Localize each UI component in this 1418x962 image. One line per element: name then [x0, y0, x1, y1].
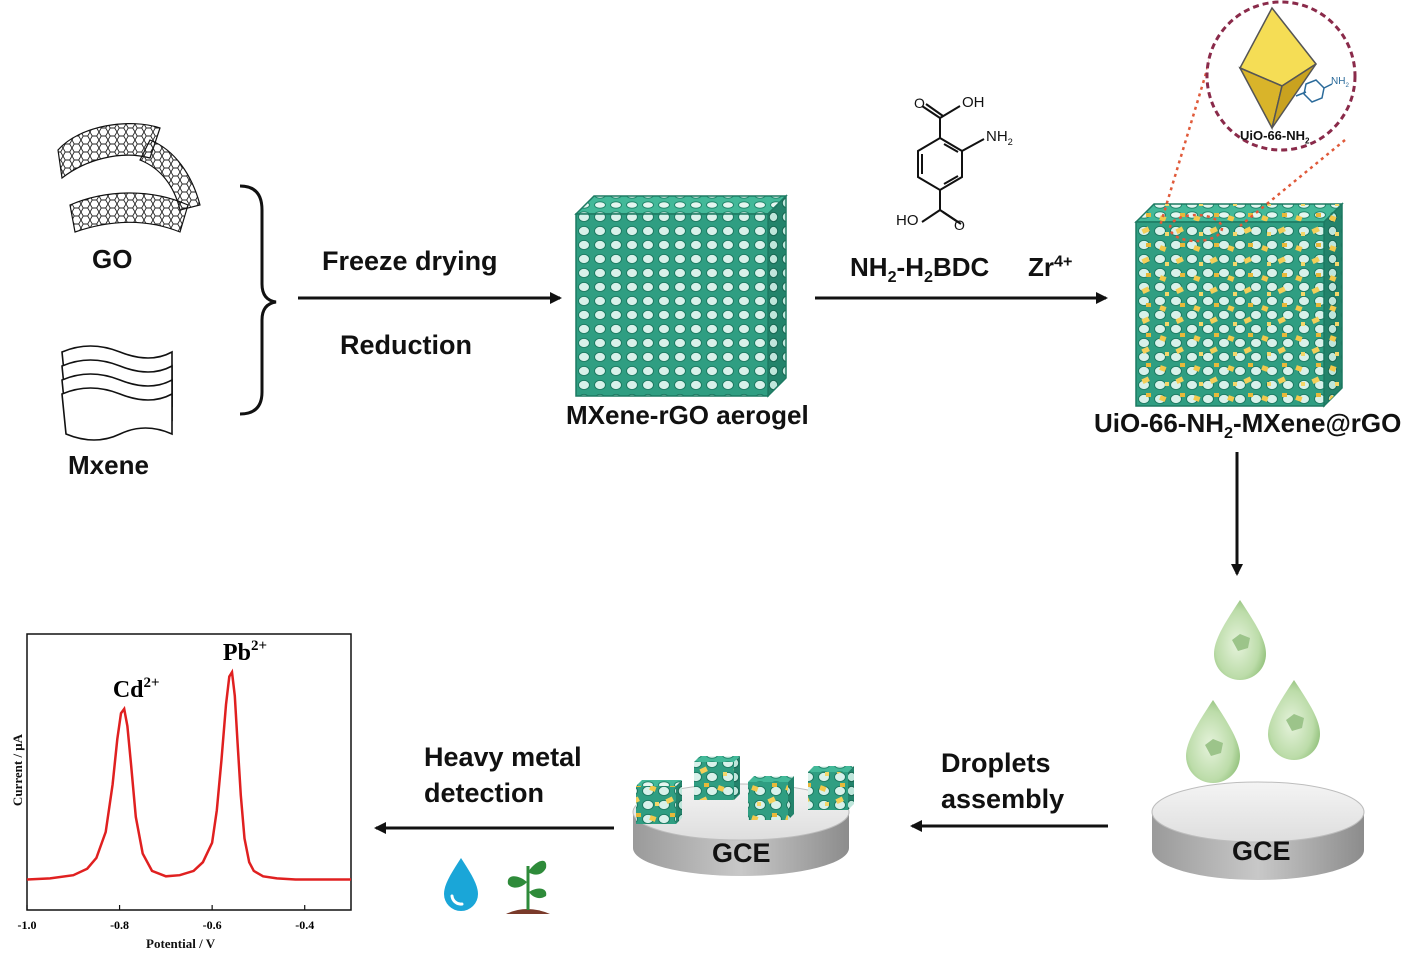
linker-nh2-label: NH2	[986, 128, 1013, 147]
gce-label-right: GCE	[1232, 836, 1291, 866]
linker-ho-label: HO	[896, 212, 919, 229]
reagent-a-sub1: 2	[887, 268, 897, 287]
y-axis-label: Current / μA	[10, 733, 25, 807]
peak-label: Pb2+	[223, 638, 267, 666]
gce-electrode-right	[1151, 781, 1365, 880]
inset-link	[1158, 59, 1346, 243]
composite-cube	[1134, 202, 1344, 408]
linker-nh2-text: NH	[986, 128, 1008, 145]
assembly-label: assembly	[941, 784, 1065, 814]
inset-nh2-sub: 2	[1345, 82, 1349, 89]
freeze-drying-label: Freeze drying	[322, 246, 498, 276]
svg-text:O: O	[954, 217, 965, 233]
composite-label: UiO-66-NH2-MXene@rGO	[1094, 408, 1401, 443]
composite-text: UiO-66-NH	[1094, 408, 1225, 438]
x-tick-label: -0.4	[295, 918, 314, 932]
reagent-a-text: NH	[850, 252, 888, 282]
electrode-cubes	[636, 756, 854, 824]
linker-oh-label: OH	[962, 94, 985, 111]
inset-label: UiO-66-NH2	[1240, 128, 1310, 146]
reagent-a-sub2: 2	[923, 268, 933, 287]
water-drop-icon	[444, 858, 478, 911]
go-sheet-icon	[57, 123, 201, 233]
uio-inset	[1205, 0, 1357, 152]
plant-icon	[506, 860, 550, 914]
zr-text: Zr	[1028, 252, 1054, 282]
composite-sub: 2	[1224, 424, 1233, 443]
droplets-label: Droplets	[941, 748, 1051, 778]
droplets	[1186, 600, 1320, 783]
grouping-brace	[239, 184, 277, 416]
composite-end: -MXene@rGO	[1232, 408, 1402, 438]
peak-annotations: Cd2+ Pb2+	[113, 638, 267, 703]
x-tick-label: -0.6	[203, 918, 222, 932]
inset-nh2-label: NH2	[1331, 76, 1349, 89]
zr-sup: 4+	[1054, 252, 1073, 271]
x-tick-label: -0.8	[110, 918, 129, 932]
svg-text:O: O	[914, 95, 925, 111]
linker-molecule	[917, 103, 985, 225]
x-ticks: -1.0 -0.8 -0.6 -0.4	[18, 905, 314, 932]
linker-nh2-sub: 2	[1007, 137, 1013, 147]
inset-label-sub: 2	[1305, 136, 1310, 146]
go-label: GO	[92, 244, 133, 274]
voltammetry-curve	[26, 668, 351, 881]
inset-label-text: UiO-66-NH	[1240, 128, 1306, 143]
heavy-metal-label: Heavy metal	[424, 742, 582, 772]
peak-label: Cd2+	[113, 675, 160, 703]
reduction-label: Reduction	[340, 330, 472, 360]
gce-label-left: GCE	[712, 838, 771, 868]
chart-frame	[26, 633, 352, 911]
mxene-label: Mxene	[68, 450, 149, 480]
reagent-label: NH2-H2BDC	[850, 252, 989, 287]
detection-label: detection	[424, 778, 545, 808]
aerogel-label: MXene-rGO aerogel	[566, 400, 809, 430]
reagent-a-end: BDC	[932, 252, 990, 282]
aerogel-cube	[574, 194, 788, 398]
gce-electrode-left	[632, 783, 850, 876]
inset-nh2-text: NH	[1331, 76, 1346, 87]
zr-label: Zr4+	[1028, 252, 1072, 283]
mxene-layers-icon	[61, 345, 173, 441]
x-axis-label: Potential / V	[146, 936, 216, 951]
reagent-a-mid: -H	[896, 252, 924, 282]
x-tick-label: -1.0	[18, 918, 37, 932]
